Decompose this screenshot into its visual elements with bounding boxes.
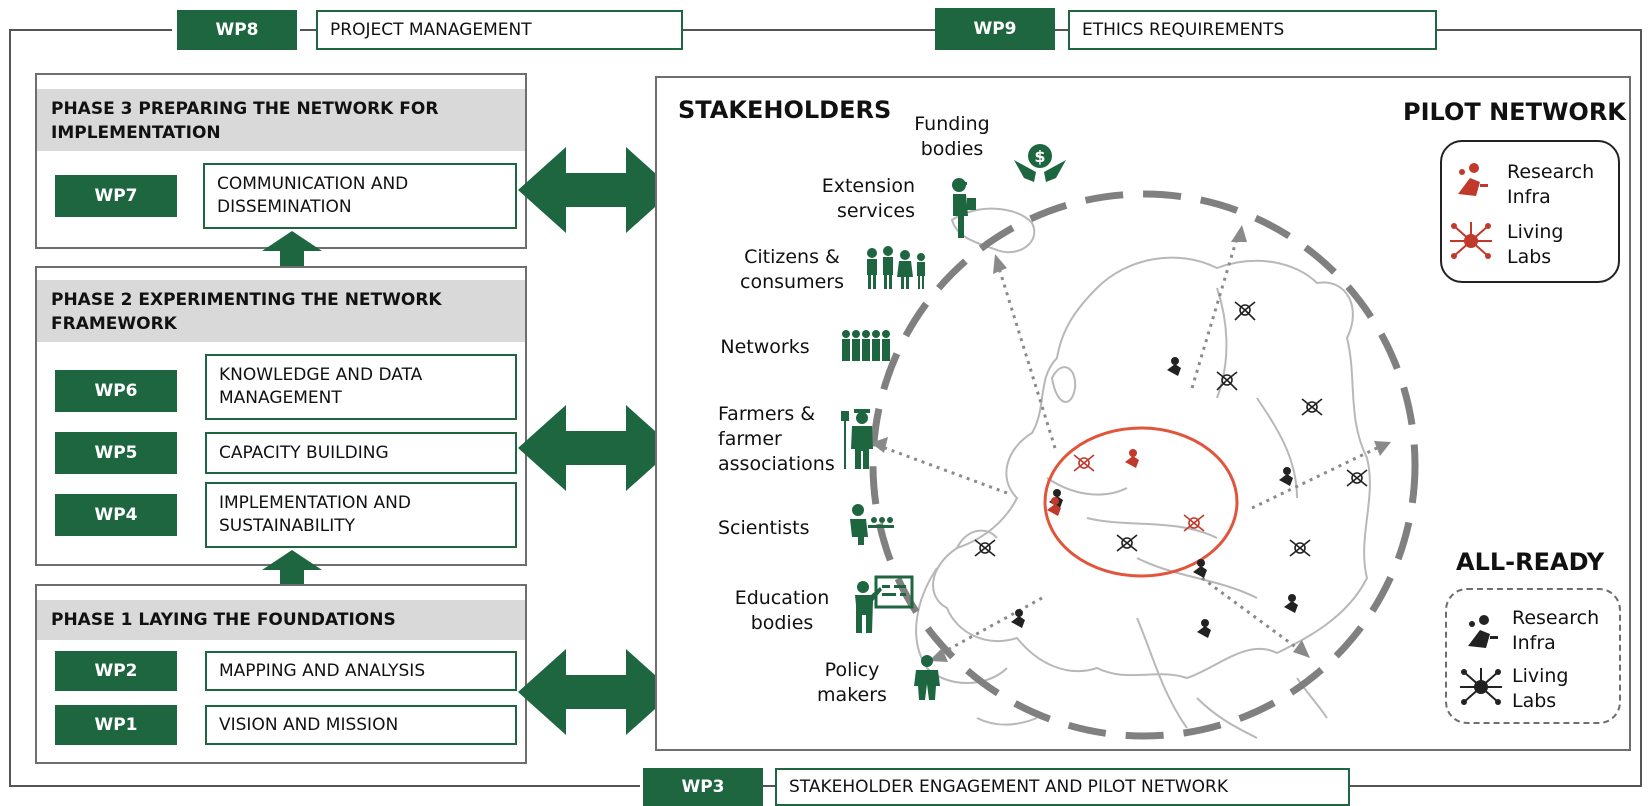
wp8-tag: WP8 [177,10,297,50]
scientist-icon [850,504,894,545]
double-arrow-phase3 [518,147,674,233]
stakeholder-label-farmers: Farmers & farmer associations [718,403,835,475]
pilot-network-ellipse [1043,426,1239,578]
europe-map [915,207,1371,739]
wp2-label: MAPPING AND ANALYSIS [205,651,517,691]
pilot-network-title: PILOT NETWORK [1403,98,1626,126]
living-lab-marker [974,539,996,557]
wp3-tag: WP3 [643,768,763,806]
pilot-network-legend [1440,140,1620,283]
all-ready-legend [1445,588,1621,724]
extension-icon [952,178,976,238]
pilot-living-lab-marker [1183,514,1205,532]
phase-arrow-up-1-2 [262,550,322,600]
wp4-tag: WP4 [55,494,177,536]
education-icon [855,575,914,633]
wp2-tag: WP2 [55,651,177,691]
stakeholder-label-citizens: Citizens & consumers [740,246,844,293]
living-lab-marker [1346,469,1368,487]
stakeholder-label-scientists: Scientists [718,517,810,539]
phase1-title: PHASE 1 LAYING THE FOUNDATIONS [37,600,525,640]
pilot-research-infra-label: Research Infra [1507,161,1595,208]
stakeholders-title: STAKEHOLDERS [678,96,892,124]
pilot-research-infra-marker [1125,449,1139,468]
wp1-tag: WP1 [55,705,177,745]
all-ready-title: ALL-READY [1456,548,1605,576]
wp6-label: KNOWLEDGE AND DATA MANAGEMENT [205,354,517,420]
pilot-living-lab-marker [1073,454,1095,472]
wp3-label: STAKEHOLDER ENGAGEMENT AND PILOT NETWORK [775,768,1350,806]
living-labs-icon [1460,668,1502,705]
stakeholder-label-networks: Networks [720,336,810,358]
phase-arrow-up-2-3 [262,231,322,283]
all-ready-research-infra-label: Research Infra [1512,607,1600,654]
pilot-research-infra-marker [1047,497,1061,516]
wp7-tag: WP7 [55,175,177,217]
networks-icon [842,330,890,361]
research-infra-marker [1011,609,1025,628]
phase2-title: PHASE 2 EXPERIMENTING THE NETWORK FRAMEW… [37,280,525,342]
wp5-tag: WP5 [55,432,177,474]
europe-map-illustration [869,190,1419,740]
research-infra-marker [1193,559,1207,578]
living-lab-marker [1234,301,1256,321]
stakeholder-label-policy: Policy makers [817,659,887,706]
citizens-icon [867,246,925,289]
wp5-label: CAPACITY BUILDING [205,432,517,474]
wp9-label: ETHICS REQUIREMENTS [1068,10,1437,50]
stakeholder-label-extension: Extension services [821,175,915,222]
wp1-label: VISION AND MISSION [205,705,517,745]
living-lab-marker [1289,539,1311,557]
living-lab-marker [1116,534,1138,552]
double-arrow-phase2 [518,405,674,491]
wp7-label: COMMUNICATION AND DISSEMINATION [203,163,517,229]
living-lab-marker [1301,398,1323,416]
research-infra-marker [1167,357,1187,376]
funding-icon: $ [1014,144,1066,182]
wp9-tag: WP9 [935,8,1055,50]
all-ready-living-labs-label: Living Labs [1512,665,1569,712]
wp8-label: PROJECT MANAGEMENT [316,10,683,50]
pilot-living-labs-label: Living Labs [1507,221,1564,268]
svg-text:$: $ [1034,147,1045,166]
research-infra-icon [1468,615,1498,648]
phase3-title: PHASE 3 PREPARING THE NETWORK FOR IMPLEM… [37,89,525,151]
research-infra-icon [1458,163,1488,196]
wp4-label: IMPLEMENTATION AND SUSTAINABILITY [205,482,517,548]
living-labs-icon [1450,222,1492,259]
research-infra-marker [1284,594,1298,613]
double-arrow-phase1 [518,649,674,735]
stakeholder-label-funding: Funding bodies [914,113,990,160]
wp6-tag: WP6 [55,370,177,412]
farmer-icon [841,409,873,469]
research-infra-marker [1197,619,1211,638]
stakeholder-label-education: Education bodies [734,587,830,634]
living-lab-marker [1216,371,1238,391]
research-infra-marker [1279,467,1293,486]
policy-icon [914,655,940,700]
all-ready-circle [869,190,1419,740]
